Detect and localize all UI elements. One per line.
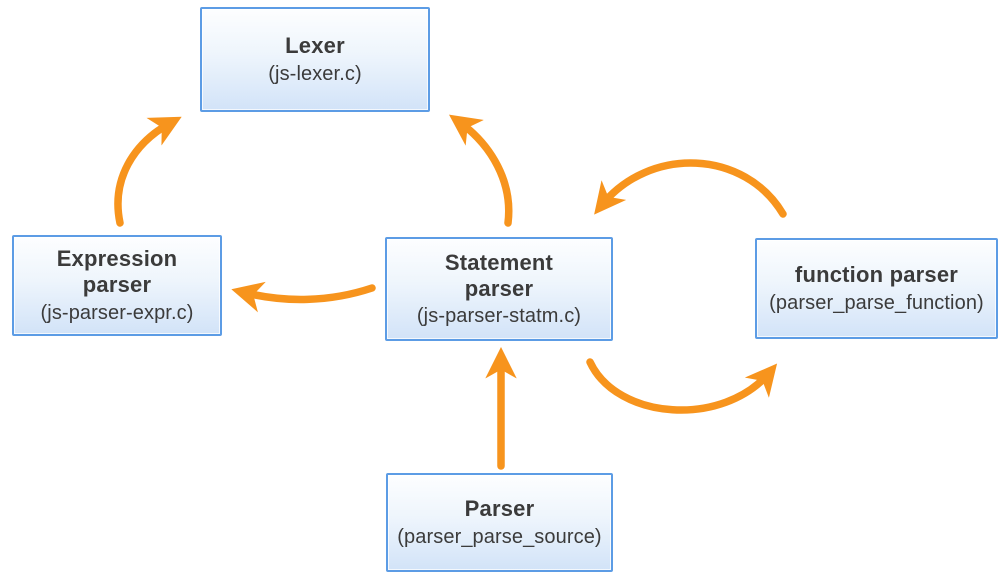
node-function-parser-subtitle: (parser_parse_function) (769, 291, 984, 314)
node-parser: Parser (parser_parse_source) (386, 473, 613, 572)
node-parser-subtitle: (parser_parse_source) (397, 525, 602, 548)
edge-function-parser-to-statement-parser-arrow (594, 159, 787, 218)
edge-statement-parser-to-expression-parser-arrow (231, 281, 376, 313)
node-lexer-title: Lexer (285, 33, 345, 59)
edge-statement-parser-to-lexer-arrow (448, 114, 513, 227)
edge-expression-parser-to-lexer-arrow (114, 116, 182, 227)
node-statement-parser-title: Statement parser (444, 249, 554, 301)
node-lexer-subtitle: (js-lexer.c) (268, 62, 362, 85)
edge-statement-parser-to-function-parser-arrow (586, 358, 778, 414)
node-statement-parser: Statement parser (js-parser-statm.c) (385, 237, 613, 341)
node-lexer: Lexer (js-lexer.c) (200, 7, 430, 112)
node-statement-parser-subtitle: (js-parser-statm.c) (416, 305, 582, 328)
node-expression-parser-subtitle: (js-parser-expr.c) (40, 301, 194, 324)
node-expression-parser-title: Expression parser (56, 246, 178, 297)
node-expression-parser: Expression parser (js-parser-expr.c) (12, 235, 222, 336)
node-function-parser-title: function parser (794, 262, 959, 288)
node-function-parser: function parser (parser_parse_function) (755, 238, 998, 339)
node-parser-title: Parser (464, 496, 535, 522)
